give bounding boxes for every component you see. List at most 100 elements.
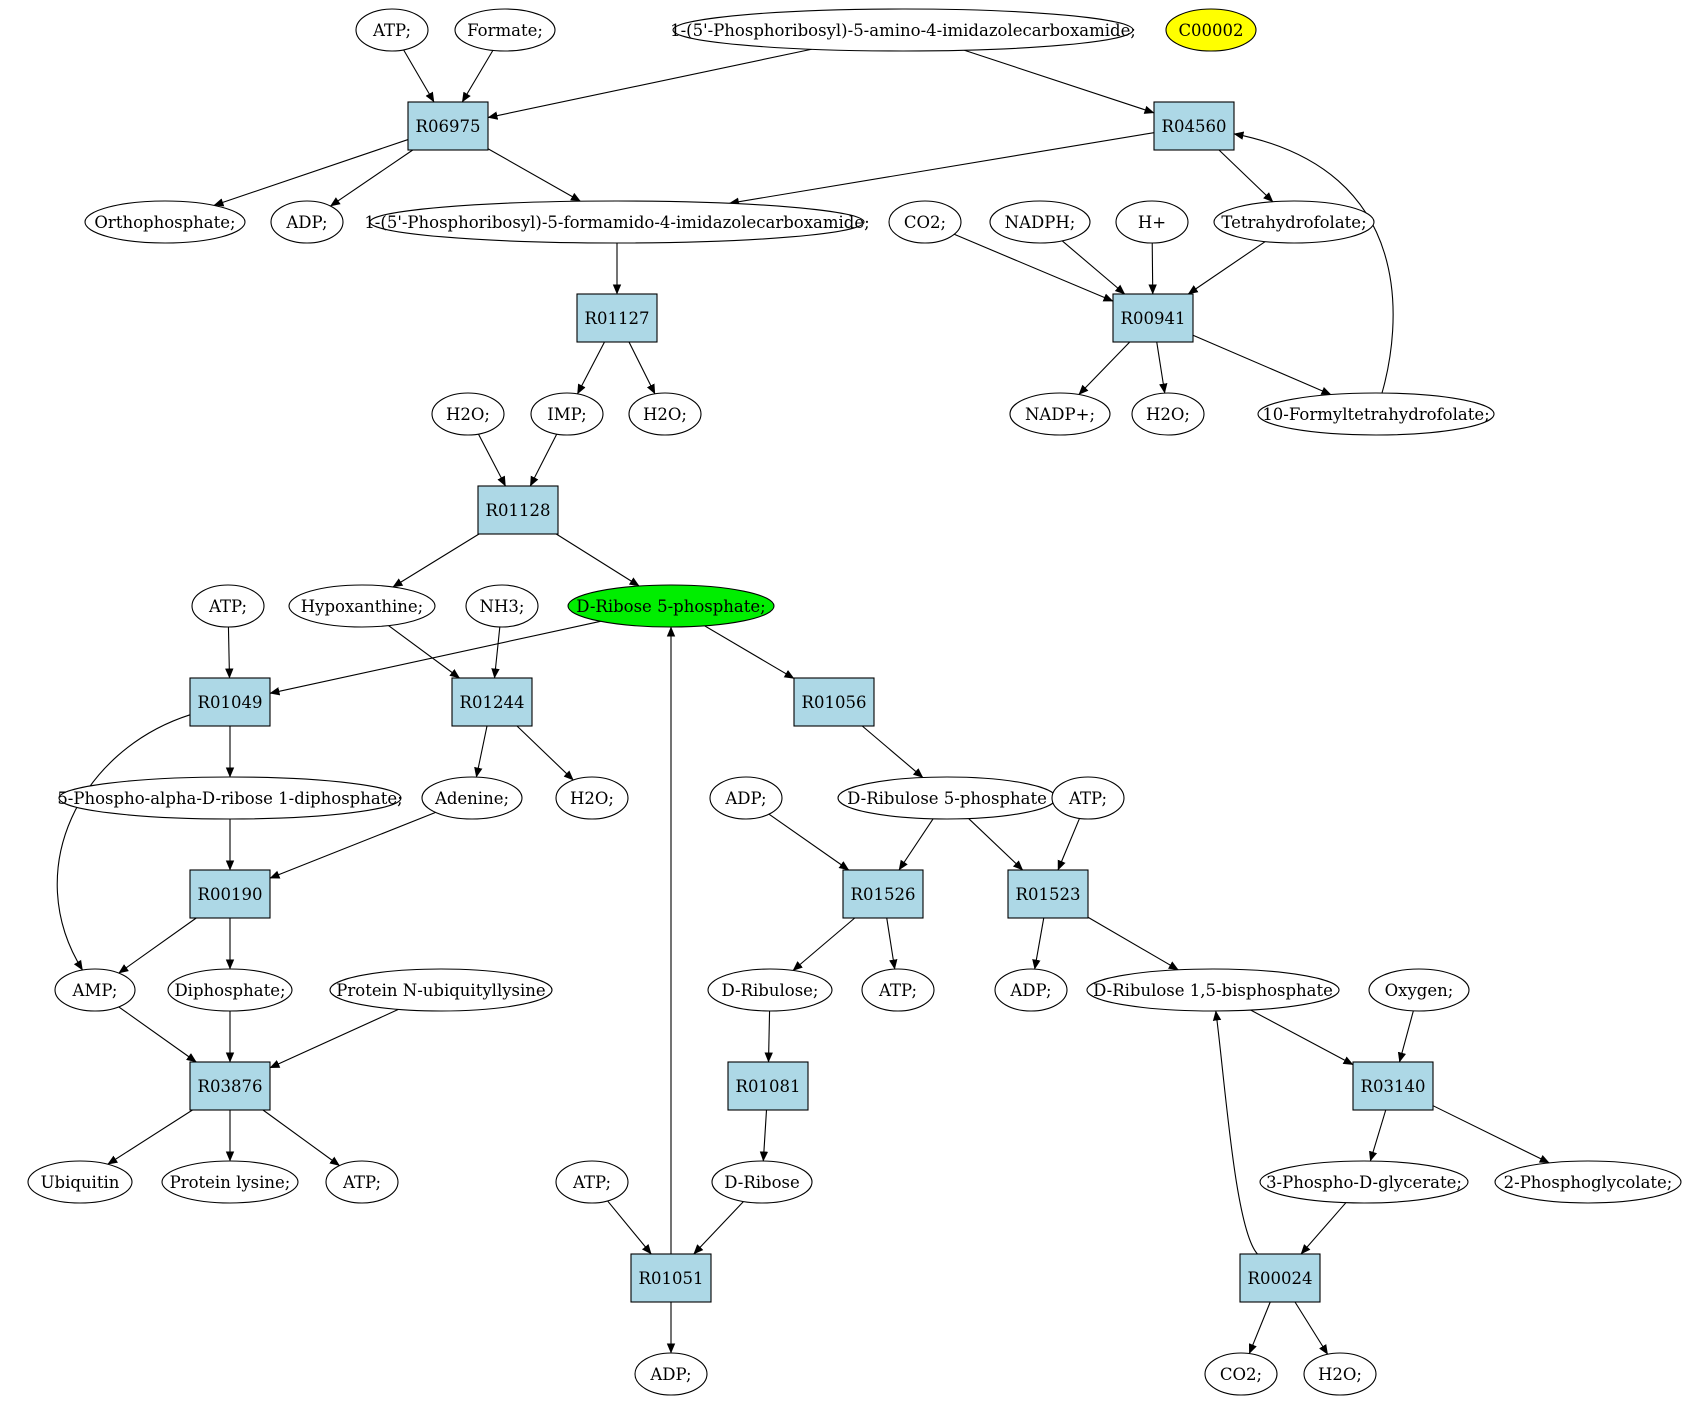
reaction-node-r04560[interactable]: R04560	[1153, 101, 1235, 151]
compound-node-ubiquitin[interactable]: Ubiquitin	[27, 1160, 133, 1204]
reaction-box	[727, 1061, 809, 1111]
compound-node-adp-1[interactable]: ADP;	[270, 200, 344, 244]
compound-node-amp[interactable]: AMP;	[54, 968, 136, 1012]
reaction-node-r01081[interactable]: R01081	[727, 1061, 809, 1111]
edge-r00941-to-h2o-3	[1156, 341, 1168, 394]
node-label: AMP;	[72, 981, 118, 1000]
edge-r00024-to-h2o-5	[1294, 1301, 1329, 1355]
compound-node-adp-2[interactable]: ADP;	[709, 776, 783, 820]
compound-node-c00002[interactable]: C00002	[1165, 8, 1257, 52]
compound-node-formate[interactable]: Formate;	[454, 8, 556, 52]
reaction-node-r00190[interactable]: R00190	[189, 869, 271, 919]
node-label: D-Ribulose 5-phosphate	[847, 789, 1047, 808]
compound-node-atp-2[interactable]: ATP;	[191, 584, 265, 628]
compound-node-pga[interactable]: 3-Phospho-D-glycerate;	[1259, 1160, 1469, 1204]
compound-node-faicar[interactable]: 1-(5'-Phosphoribosyl)-5-formamido-4-imid…	[364, 200, 870, 244]
reaction-node-r01523[interactable]: R01523	[1007, 869, 1089, 919]
compound-node-orthophosphate[interactable]: Orthophosphate;	[84, 200, 246, 244]
compound-node-paicar[interactable]: 1-(5'-Phosphoribosyl)-5-amino-4-imidazol…	[670, 8, 1136, 52]
compound-node-h2o-2[interactable]: H2O;	[628, 392, 702, 436]
edge-r00024-to-co2-2	[1248, 1301, 1271, 1355]
compound-node-h2o-1[interactable]: H2O;	[431, 392, 505, 436]
compound-node-h2o-4[interactable]: H2O;	[555, 776, 629, 820]
compound-node-ribose[interactable]: D-Ribose	[711, 1160, 813, 1204]
compound-ellipse	[58, 776, 402, 820]
node-label: ATP;	[208, 597, 247, 616]
reaction-node-r01056[interactable]: R01056	[793, 677, 875, 727]
compound-node-adp-3[interactable]: ADP;	[994, 968, 1068, 1012]
node-label: H2O;	[570, 789, 614, 808]
reaction-node-r00024[interactable]: R00024	[1239, 1253, 1321, 1303]
compound-node-adp-4[interactable]: ADP;	[634, 1352, 708, 1396]
node-label: NH3;	[480, 597, 525, 616]
compound-node-hypoxanthine[interactable]: Hypoxanthine;	[288, 584, 436, 628]
compound-node-imp[interactable]: IMP;	[530, 392, 604, 436]
node-label: 10-Formyltetrahydrofolate;	[1262, 405, 1489, 424]
edge-r01127-to-imp	[576, 341, 605, 395]
node-label: H+	[1138, 213, 1166, 232]
edge-ribulose5p-to-r01523	[968, 818, 1024, 871]
compound-node-co2-2[interactable]: CO2;	[1204, 1352, 1278, 1396]
compound-node-prpp[interactable]: 5-Phospho-alpha-D-ribose 1-diphosphate;	[57, 776, 403, 820]
reaction-node-r01049[interactable]: R01049	[189, 677, 271, 727]
compound-node-atp-1[interactable]: ATP;	[355, 8, 429, 52]
compound-node-nadp[interactable]: NADP+;	[1009, 392, 1111, 436]
reaction-node-r01526[interactable]: R01526	[842, 869, 924, 919]
reaction-node-r03140[interactable]: R03140	[1352, 1061, 1434, 1111]
compound-ellipse	[1257, 392, 1495, 436]
compound-ellipse	[84, 200, 246, 244]
compound-node-h-plus[interactable]: H+	[1115, 200, 1189, 244]
edge-h2o-1-to-r01128	[477, 433, 506, 487]
reaction-box	[189, 869, 271, 919]
edge-r01081-to-ribose	[759, 1109, 769, 1162]
reaction-node-r03876[interactable]: R03876	[189, 1061, 271, 1111]
compound-node-phosphoglycolate[interactable]: 2-Phosphoglycolate;	[1494, 1160, 1682, 1204]
edge-r03140-to-phosphoglycolate	[1432, 1105, 1550, 1164]
node-label: 3-Phospho-D-glycerate;	[1266, 1173, 1462, 1192]
compound-ellipse	[1165, 8, 1257, 52]
compound-ellipse	[288, 584, 436, 628]
compound-node-ribulose[interactable]: D-Ribulose;	[707, 968, 833, 1012]
node-label: R00024	[1248, 1269, 1313, 1288]
reaction-node-r00941[interactable]: R00941	[1112, 293, 1194, 343]
compound-node-h2o-3[interactable]: H2O;	[1131, 392, 1205, 436]
node-label: ATP;	[878, 981, 917, 1000]
node-label: ADP;	[649, 1365, 691, 1384]
reaction-node-r01244[interactable]: R01244	[451, 677, 533, 727]
edges-layer	[56, 48, 1550, 1355]
reaction-node-r01127[interactable]: R01127	[576, 293, 658, 343]
node-label: Diphosphate;	[174, 981, 285, 1000]
reaction-node-r06975[interactable]: R06975	[407, 101, 489, 151]
compound-node-rubp[interactable]: D-Ribulose 1,5-bisphosphate	[1086, 968, 1340, 1012]
edge-ribose-to-r01051	[693, 1201, 744, 1255]
compound-node-oxygen[interactable]: Oxygen;	[1368, 968, 1470, 1012]
edge-r01244-to-adenine	[474, 725, 488, 778]
compound-node-thf[interactable]: Tetrahydrofolate;	[1213, 200, 1375, 244]
compound-node-atp-6[interactable]: ATP;	[555, 1160, 629, 1204]
node-label: ADP;	[285, 213, 327, 232]
compound-node-nadph[interactable]: NADPH;	[989, 200, 1091, 244]
reaction-node-r01128[interactable]: R01128	[477, 485, 559, 535]
reaction-node-r01051[interactable]: R01051	[630, 1253, 712, 1303]
compound-node-h2o-5[interactable]: H2O;	[1303, 1352, 1377, 1396]
compound-node-atp-3[interactable]: ATP;	[1051, 776, 1125, 820]
edge-r06975-to-faicar	[487, 148, 581, 202]
compound-node-co2-1[interactable]: CO2;	[888, 200, 962, 244]
compound-node-atp-5[interactable]: ATP;	[325, 1160, 399, 1204]
compound-node-atp-4[interactable]: ATP;	[861, 968, 935, 1012]
compound-node-diphosphate[interactable]: Diphosphate;	[167, 968, 293, 1012]
compound-node-ribose5p[interactable]: D-Ribose 5-phosphate;	[567, 584, 775, 628]
compound-ellipse	[567, 584, 775, 628]
edge-r01049-to-amp	[56, 714, 191, 971]
compound-node-formyl-thf[interactable]: 10-Formyltetrahydrofolate;	[1257, 392, 1495, 436]
compound-node-ribulose5p[interactable]: D-Ribulose 5-phosphate	[837, 776, 1057, 820]
compound-ellipse	[711, 1160, 813, 1204]
compound-node-protein-lysine[interactable]: Protein lysine;	[161, 1160, 299, 1204]
compound-node-nh3[interactable]: NH3;	[465, 584, 539, 628]
compound-node-adenine[interactable]: Adenine;	[421, 776, 523, 820]
node-label: Adenine;	[434, 789, 509, 808]
compound-node-protein-ub[interactable]: Protein N-ubiquityllysine	[329, 968, 553, 1012]
edge-r06975-to-orthophosphate	[213, 139, 409, 207]
compound-ellipse	[355, 8, 429, 52]
